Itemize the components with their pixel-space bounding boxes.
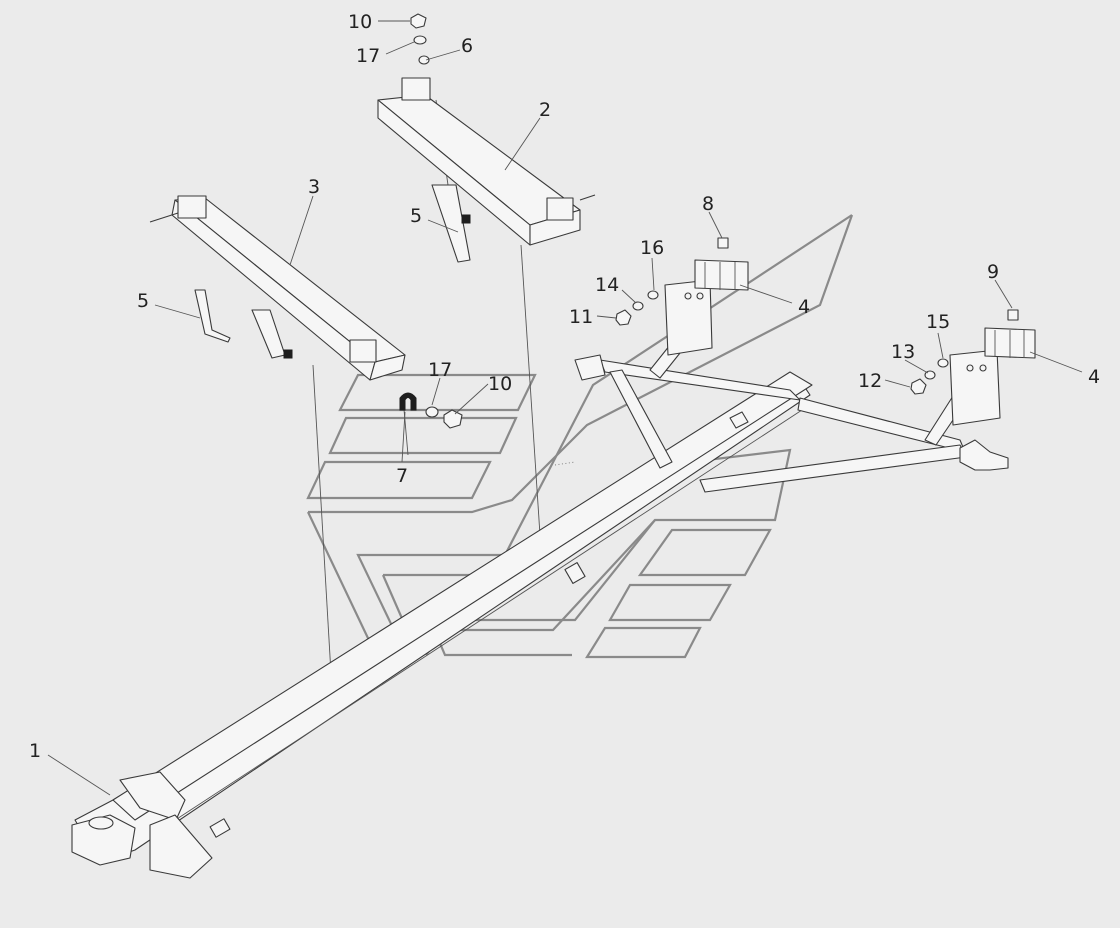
u-bolt-assembly [399,392,463,429]
top-hardware [410,13,430,65]
callout-4-mid: 4 [798,296,810,318]
leader-lines [47,20,1083,796]
callout-9: 9 [987,261,999,283]
callout-17-top: 17 [356,45,380,67]
callout-11: 11 [569,306,593,328]
callout-4-right: 4 [1088,366,1100,388]
callout-12: 12 [858,370,882,392]
callout-5-mid: 5 [410,205,422,227]
left-crossmember [149,195,406,381]
callout-3: 3 [308,176,320,198]
callout-7: 7 [396,465,408,487]
upper-crossmember [377,77,596,263]
callout-5-left: 5 [137,290,149,312]
callout-17-low: 17 [428,359,452,381]
drawbar-beam [71,371,813,879]
callout-2: 2 [539,99,551,121]
axle-mount-mid [615,237,749,356]
callout-8: 8 [702,193,714,215]
callout-1: 1 [29,740,41,762]
callout-6: 6 [461,35,473,57]
callout-14: 14 [595,274,619,296]
callout-15: 15 [926,311,950,333]
callout-16: 16 [640,237,664,259]
callout-10-low: 10 [488,373,512,395]
callouts: 10 17 6 2 3 5 5 8 16 14 11 4 9 15 13 12 … [29,11,1100,762]
callout-13: 13 [891,341,915,363]
watermark-logo [306,214,854,659]
axle-mount-right [910,309,1036,426]
callout-10-top: 10 [348,11,372,33]
